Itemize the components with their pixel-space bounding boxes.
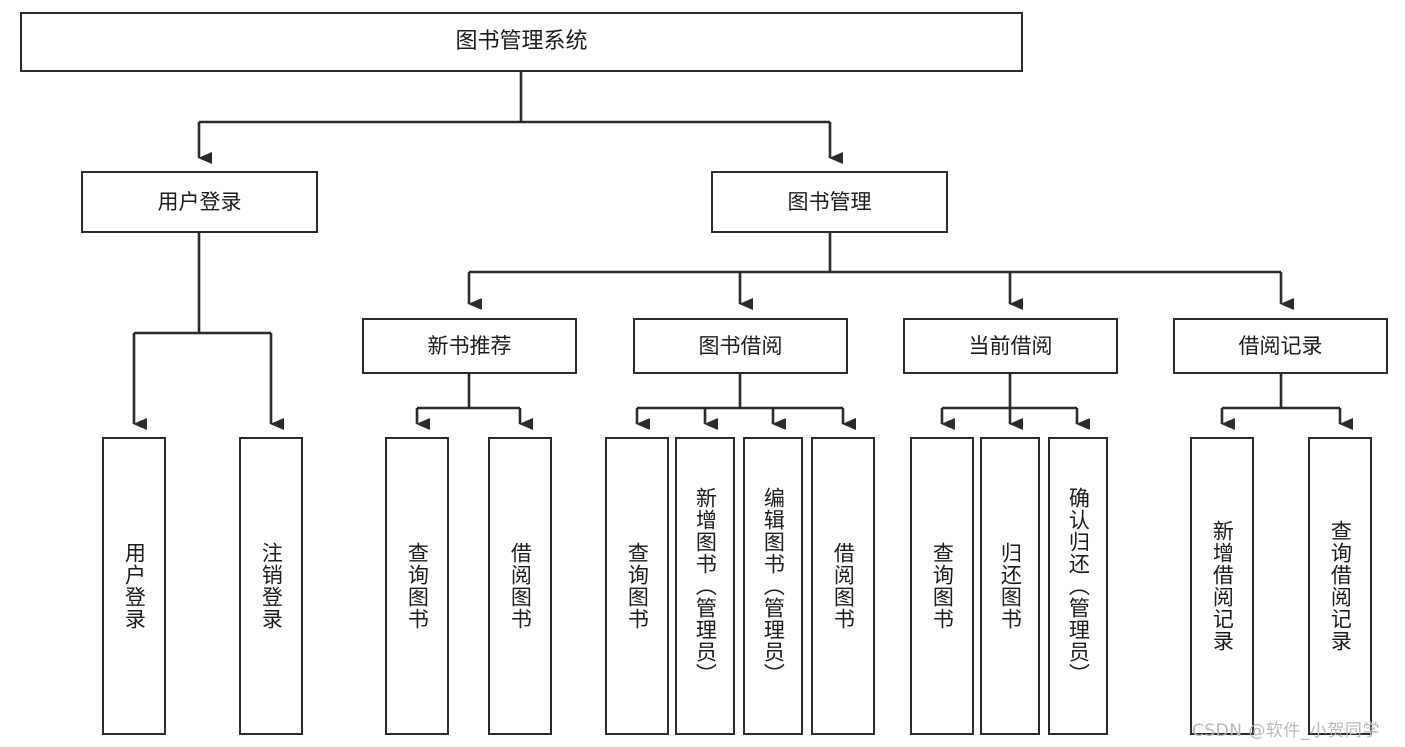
node-leaf-query-book-recommend[interactable]: 查询图书 bbox=[385, 437, 449, 735]
node-label: 新增图书（管理员） bbox=[693, 487, 718, 685]
node-label: 借阅图书 bbox=[831, 542, 856, 630]
node-label: 借阅记录 bbox=[1238, 333, 1323, 358]
node-label: 用户登录 bbox=[122, 542, 147, 630]
node-label: 查询借阅记录 bbox=[1328, 520, 1353, 652]
node-leaf-logout[interactable]: 注销登录 bbox=[239, 437, 303, 735]
node-label: 新书推荐 bbox=[427, 333, 512, 358]
node-label: 查询图书 bbox=[405, 542, 430, 630]
node-label: 借阅图书 bbox=[508, 542, 533, 630]
node-label: 注销登录 bbox=[259, 542, 284, 630]
node-label: 图书管理系统 bbox=[455, 29, 588, 55]
node-label: 编辑图书（管理员） bbox=[761, 487, 786, 685]
node-book-management[interactable]: 图书管理 bbox=[711, 171, 948, 233]
node-leaf-edit-book-admin[interactable]: 编辑图书（管理员） bbox=[743, 437, 803, 735]
node-label: 查询图书 bbox=[625, 542, 650, 630]
node-label: 新增借阅记录 bbox=[1210, 520, 1235, 652]
node-label: 确认归还（管理员） bbox=[1066, 487, 1091, 685]
node-borrow-record[interactable]: 借阅记录 bbox=[1173, 318, 1388, 374]
node-leaf-user-login[interactable]: 用户登录 bbox=[102, 437, 166, 735]
node-leaf-query-book-borrow[interactable]: 查询图书 bbox=[605, 437, 669, 735]
node-current-borrow[interactable]: 当前借阅 bbox=[903, 318, 1118, 374]
node-root-book-management-system[interactable]: 图书管理系统 bbox=[20, 12, 1023, 72]
node-new-book-recommend[interactable]: 新书推荐 bbox=[362, 318, 577, 374]
node-label: 当前借阅 bbox=[968, 333, 1053, 358]
node-leaf-return-book[interactable]: 归还图书 bbox=[980, 437, 1040, 735]
node-label: 归还图书 bbox=[998, 542, 1023, 630]
node-book-borrow[interactable]: 图书借阅 bbox=[633, 318, 848, 374]
node-label: 查询图书 bbox=[930, 542, 955, 630]
node-leaf-confirm-return-admin[interactable]: 确认归还（管理员） bbox=[1048, 437, 1108, 735]
node-leaf-add-borrow-record[interactable]: 新增借阅记录 bbox=[1190, 437, 1254, 735]
csdn-watermark: CSDN @软件_小贺同学 bbox=[1192, 721, 1380, 741]
node-leaf-query-book-current[interactable]: 查询图书 bbox=[910, 437, 974, 735]
node-user-login[interactable]: 用户登录 bbox=[81, 171, 318, 233]
node-leaf-borrow-book-recommend[interactable]: 借阅图书 bbox=[488, 437, 552, 735]
node-leaf-add-book-admin[interactable]: 新增图书（管理员） bbox=[675, 437, 735, 735]
node-label: 用户登录 bbox=[157, 189, 242, 214]
node-leaf-borrow-book[interactable]: 借阅图书 bbox=[811, 437, 875, 735]
node-label: 图书借阅 bbox=[698, 333, 783, 358]
node-label: 图书管理 bbox=[787, 189, 872, 214]
node-leaf-query-borrow-record[interactable]: 查询借阅记录 bbox=[1308, 437, 1372, 735]
